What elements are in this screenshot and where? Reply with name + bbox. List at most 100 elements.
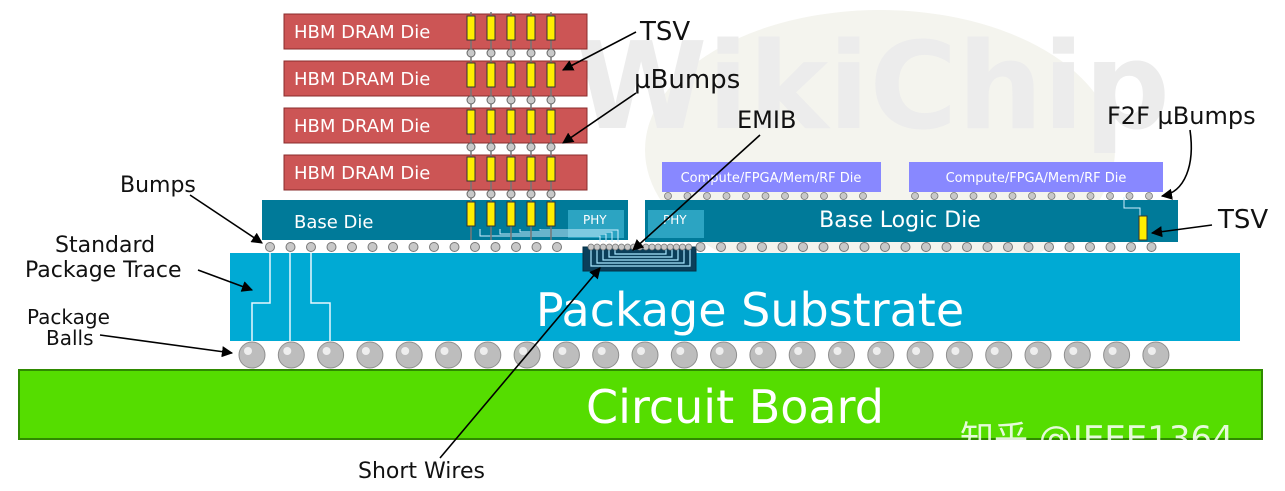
hbm-tsv-columns: [466, 12, 556, 240]
package-ball-highlight: [361, 347, 370, 355]
hbm-die-4: HBM DRAM Die: [283, 154, 588, 191]
tsv: [486, 201, 496, 227]
package-ball-highlight: [637, 347, 645, 355]
tsv: [526, 15, 536, 41]
microbumps-label: µBumps: [634, 65, 740, 95]
f2f-microbump: [761, 192, 770, 200]
package-ball: [945, 341, 973, 369]
package-ball: [788, 341, 816, 369]
tsv: [466, 62, 476, 88]
microbump: [486, 48, 496, 58]
c4-bump: [982, 242, 993, 252]
c4-bump: [962, 242, 972, 252]
package-ball-highlight: [479, 347, 488, 355]
package-ball: [474, 341, 502, 369]
package-ball: [356, 341, 384, 369]
tsv: [546, 62, 556, 88]
package-ball-highlight: [754, 347, 763, 355]
c4-bump: [306, 242, 316, 252]
c4-bump: [552, 242, 562, 252]
circuit-board-label: Circuit Board: [586, 380, 884, 434]
tsv: [466, 15, 476, 41]
phy-left-label: PHY: [583, 213, 607, 227]
package-ball: [1142, 341, 1170, 369]
microbump: [526, 142, 536, 152]
zhihu-watermark: 知乎 @IEEE1364: [960, 419, 1234, 459]
tsv: [506, 15, 516, 41]
tsv: [526, 201, 536, 227]
tsv-right-label: TSV: [1217, 205, 1268, 235]
package-ball: [1103, 341, 1131, 369]
package-ball: [1024, 341, 1052, 369]
package-ball-highlight: [1030, 347, 1038, 355]
f2f-microbump: [930, 192, 939, 200]
microbump: [546, 48, 556, 58]
emib-microbump: [666, 243, 674, 251]
f2f-microbump: [911, 192, 919, 200]
package-ball: [435, 341, 462, 369]
tsv: [506, 109, 516, 135]
package-ball: [631, 341, 659, 369]
callout-arrows: [99, 31, 1213, 459]
f2f-microbump: [800, 192, 809, 200]
base-die: Base Die PHY: [262, 200, 628, 242]
c4-bump: [839, 242, 849, 252]
tsv: [546, 156, 556, 182]
tsv: [526, 109, 536, 135]
standard-package-trace-label-2: Package Trace: [25, 258, 182, 283]
f2f-microbump: [989, 192, 997, 200]
c4-bump: [490, 242, 501, 252]
package-ball-highlight: [794, 347, 803, 355]
microbump: [526, 189, 536, 199]
tsv: [506, 62, 516, 88]
microbump: [486, 189, 496, 199]
package-ball-highlight: [676, 347, 685, 355]
emib-bridge: [582, 246, 697, 272]
microbump: [506, 48, 516, 58]
emib-microbump: [599, 243, 607, 251]
package-ball: [985, 341, 1013, 369]
c4-bump: [777, 242, 788, 252]
f2f-microbump: [859, 192, 867, 200]
microbump: [526, 95, 536, 105]
tsv: [486, 15, 496, 41]
package-ball: [710, 341, 738, 369]
package-ball-highlight: [872, 347, 881, 355]
short-wires-label: Short Wires: [358, 459, 485, 484]
f2f-microbump: [781, 192, 789, 200]
package-ball-highlight: [322, 347, 331, 355]
emib-microbump: [648, 243, 656, 251]
c4-bump: [1044, 242, 1054, 252]
emib-microbump: [654, 243, 662, 251]
base-logic-die: PHY Base Logic Die: [645, 197, 1178, 242]
c4-bump: [429, 242, 439, 252]
c4-bump: [388, 242, 398, 252]
package-ball: [906, 341, 934, 369]
f2f-microbump: [722, 192, 731, 200]
package-ball-highlight: [597, 347, 606, 355]
package-ball-highlight: [1069, 347, 1078, 355]
emib-microbump: [612, 243, 619, 251]
standard-package-traces: [251, 250, 331, 341]
c4-bump: [511, 242, 521, 252]
package-substrate-label: Package Substrate: [536, 283, 964, 337]
f2f-microbump: [1008, 192, 1017, 200]
c4-bump: [1003, 242, 1013, 252]
microbump: [466, 189, 476, 199]
package-balls: [238, 341, 1170, 369]
microbump: [486, 95, 496, 105]
microbump: [546, 189, 556, 199]
microbump: [526, 48, 536, 58]
f2f-microbump: [703, 192, 711, 200]
watermark-text: WikiChip: [575, 18, 1170, 157]
tsv: [486, 62, 496, 88]
f2f-microbump: [950, 192, 958, 200]
c4-bump: [941, 242, 952, 252]
compute-die-label-1: Compute/FPGA/Mem/RF Die: [681, 171, 862, 186]
c4-bump: [265, 242, 275, 252]
microbump: [466, 95, 476, 105]
c4-bump: [1146, 242, 1157, 252]
emib-label: EMIB: [737, 106, 796, 134]
c4-bump: [736, 242, 747, 252]
